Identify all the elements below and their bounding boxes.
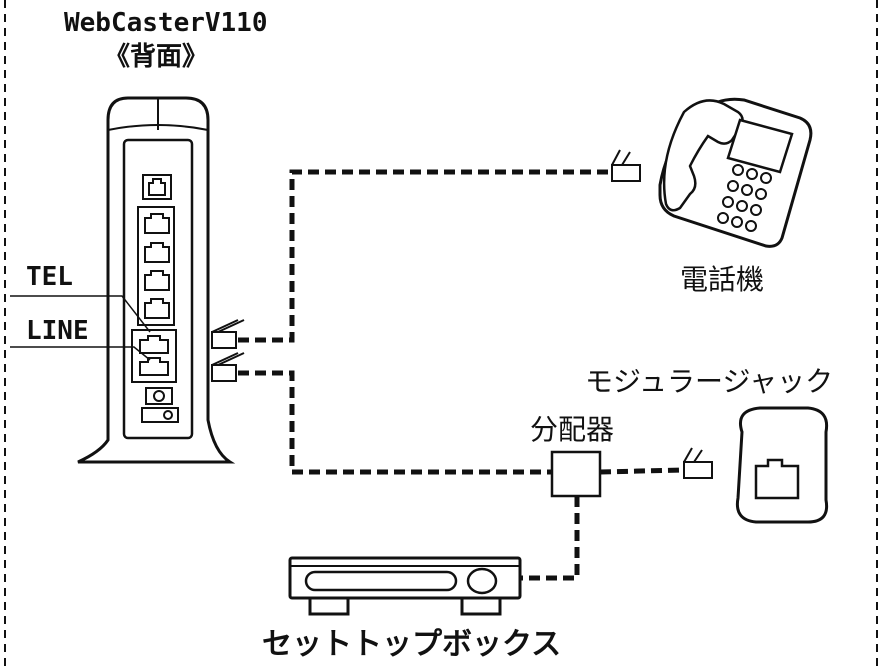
splitter-box [550,450,602,498]
device-subtitle: 《背面》 [104,42,209,72]
phone-plug [611,164,641,182]
set-top-box-label: セットトップボックス [262,627,562,662]
modular-jack-label: モジュラージャック [585,365,834,398]
device-title: WebCasterV110 [64,8,268,38]
splitter-label: 分配器 [530,413,615,446]
line-port-label: LINE [26,316,89,346]
stb-cable [520,496,580,581]
modular-jack [735,406,829,524]
line-cable [238,370,552,475]
jack-cable [599,467,685,475]
cables [238,169,685,581]
router-ports [131,174,179,423]
tel-cable [238,169,612,343]
router-tel-plug [211,331,237,349]
set-top-box [288,556,522,616]
tel-port-label: TEL [26,262,73,292]
telephone [658,97,813,248]
jack-plug [683,461,713,479]
leader-lines [10,295,151,361]
telephone-label: 電話機 [680,263,765,296]
router-line-plug [211,364,237,382]
cable-plugs [211,149,713,479]
